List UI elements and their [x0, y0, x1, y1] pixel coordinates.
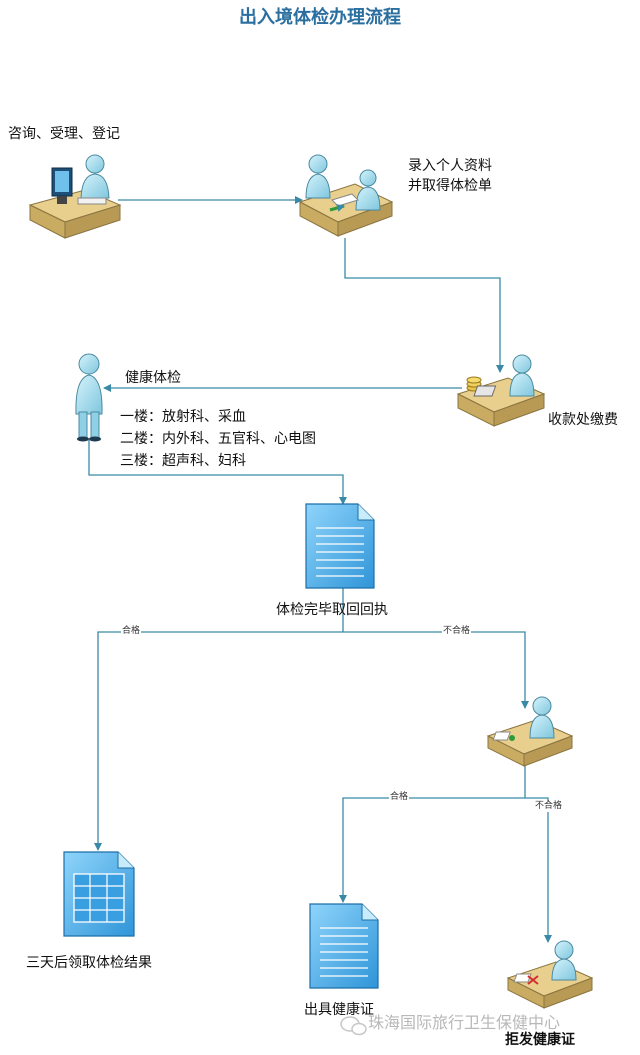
connectors [88, 196, 552, 943]
label-floor3: 三楼：超声科、妇科 [120, 453, 246, 469]
results-table-document-icon [63, 851, 135, 937]
label-receipt: 体检完毕取回回执 [276, 602, 388, 618]
wechat-logo-icon [340, 1016, 367, 1036]
registration-desk-icon [298, 154, 394, 237]
label-floor2: 二楼：内外科、五官科、心电图 [120, 431, 316, 447]
watermark-text: 珠海国际旅行卫生保健中心 [368, 1013, 561, 1032]
label-payment: 收款处缴费 [548, 412, 618, 428]
certificate-document-icon [309, 903, 379, 989]
connector-register-to-payment [344, 238, 504, 373]
label-certificate: 出具健康证 [304, 1002, 374, 1018]
connector-pass-to-certificate [339, 797, 525, 903]
branch-label-fail-1: 不合格 [442, 626, 472, 637]
refusal-desk-icon [506, 940, 594, 1009]
connector-exam-to-receipt [88, 440, 347, 505]
review-desk-icon [486, 696, 574, 767]
label-register-line1: 录入个人资料 [408, 158, 492, 174]
connector-pass-to-results [94, 631, 343, 851]
label-register-line2: 并取得体检单 [408, 178, 492, 194]
label-refuse: 拒发健康证 [505, 1032, 575, 1048]
label-floor1: 一楼：放射科、采血 [120, 409, 246, 425]
patient-person-icon [75, 353, 103, 442]
receipt-document-icon [305, 503, 375, 589]
consultation-desk-icon [28, 154, 122, 239]
branch-label-pass-1: 合格 [121, 626, 142, 637]
label-exam: 健康体检 [125, 370, 181, 386]
label-results: 三天后领取体检结果 [26, 955, 152, 971]
connector-fail-to-refuse [525, 797, 552, 943]
page-title: 出入境体检办理流程 [239, 7, 401, 28]
payment-counter-icon [456, 354, 546, 427]
branch-label-pass-2: 合格 [389, 792, 410, 803]
branch-label-fail-2: 不合格 [534, 801, 564, 812]
connector-fail-to-review [343, 631, 529, 709]
label-consult: 咨询、受理、登记 [8, 126, 120, 142]
